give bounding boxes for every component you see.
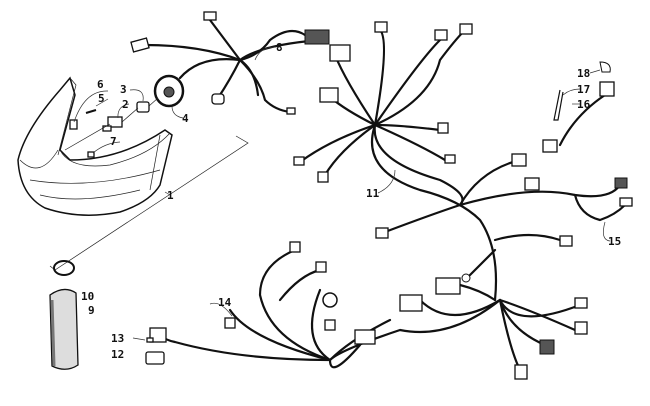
ring-clamp [53, 260, 75, 276]
bracket-line-1 [54, 135, 249, 271]
callout-4: 4 [182, 112, 189, 125]
callout-14: 14 [218, 296, 232, 309]
callout-7: 7 [110, 135, 117, 148]
connector-seal [146, 337, 154, 343]
callout-11: 11 [366, 187, 380, 200]
callout-5: 5 [98, 92, 105, 105]
main-wiring-harness [149, 21, 633, 380]
callout-13: 13 [111, 332, 124, 345]
connector-cover [145, 351, 165, 365]
callout-17: 17 [577, 83, 590, 96]
headlight-boot [153, 74, 185, 108]
callout-9: 9 [88, 304, 95, 317]
side-harness [542, 81, 615, 153]
screw [85, 109, 97, 114]
headlight-harness [130, 11, 330, 115]
callout-6: 6 [97, 78, 104, 91]
callout-15: 15 [608, 235, 621, 248]
callout-12: 12 [111, 348, 124, 361]
small-bulb [87, 151, 95, 158]
callout-8: 8 [276, 41, 283, 54]
callout-2: 2 [122, 98, 129, 111]
bulb-retainer [136, 101, 150, 113]
callout-18: 18 [577, 67, 590, 80]
leader-lines [73, 46, 611, 341]
callout-10: 10 [81, 290, 94, 303]
callout-3: 3 [120, 83, 127, 96]
protective-sleeve [49, 288, 79, 370]
cable-tie [553, 89, 564, 121]
bulb [102, 116, 123, 132]
headlight-housing [17, 76, 173, 216]
clip [69, 119, 78, 130]
callout-16: 16 [577, 98, 591, 111]
callout-1: 1 [167, 189, 174, 202]
clip-fastener [599, 61, 611, 73]
